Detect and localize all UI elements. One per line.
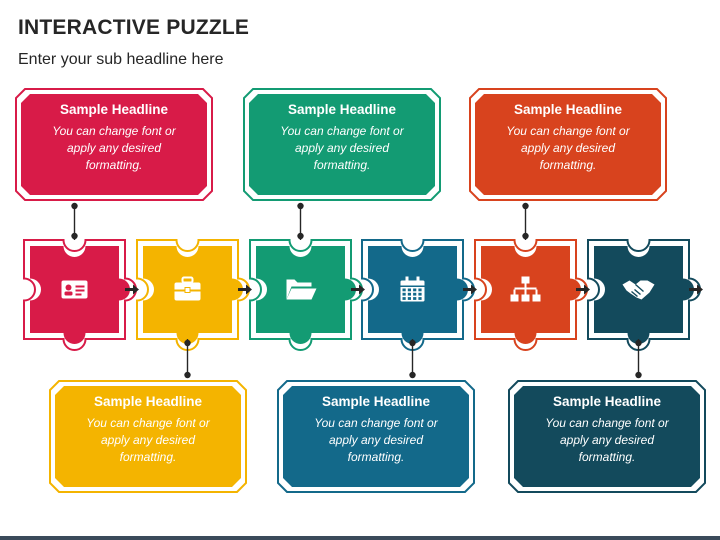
card-fill-5	[475, 94, 661, 195]
connector-dot-2	[184, 371, 191, 379]
connector-dot-inner-2	[184, 339, 191, 347]
card-headline: Sample Headline	[287, 102, 397, 117]
folder-icon	[286, 279, 317, 300]
card-headline: Sample Headline	[93, 394, 203, 409]
connector-dot-inner-4	[409, 339, 416, 347]
connector-dot-inner-5	[522, 232, 529, 240]
card-body-text: You can change font or apply any desired…	[280, 124, 404, 172]
briefcase-icon	[174, 276, 201, 301]
id-card-icon	[61, 280, 88, 299]
card-body-text: You can change font or apply any desired…	[545, 416, 669, 464]
connector-dot-5	[522, 202, 529, 210]
card-body-text: You can change font or apply any desired…	[314, 416, 438, 464]
handshake-icon	[622, 280, 655, 300]
card-body-text: You can change font or apply any desired…	[506, 124, 630, 172]
connector-dot-inner-6	[635, 339, 642, 347]
flow-arrow-5	[576, 284, 590, 295]
calendar-icon	[400, 276, 425, 302]
card-headline: Sample Headline	[552, 394, 662, 409]
flow-arrow-3	[351, 284, 365, 295]
card-headline: Sample Headline	[513, 102, 623, 117]
org-chart-icon	[510, 276, 541, 302]
flow-arrow-6	[689, 284, 703, 295]
connector-dot-3	[297, 202, 304, 210]
flow-arrow-2	[238, 284, 252, 295]
connector-dot-inner-3	[297, 232, 304, 240]
footer-bar	[0, 536, 720, 540]
card-body-text: You can change font or apply any desired…	[52, 124, 176, 172]
connector-dot-inner-1	[71, 232, 78, 240]
connector-dot-4	[409, 371, 416, 379]
connector-dot-1	[71, 202, 78, 210]
card-fill-4	[283, 386, 469, 487]
flow-arrow-4	[463, 284, 477, 295]
page-subtitle: Enter your sub headline here	[18, 51, 224, 68]
page-title: INTERACTIVE PUZZLE	[18, 16, 250, 39]
puzzle-piece-fill-5	[481, 246, 581, 344]
card-fill-2	[55, 386, 241, 487]
card-fill-1	[21, 94, 207, 195]
flow-arrow-1	[125, 284, 139, 295]
connector-dot-6	[635, 371, 642, 379]
card-headline: Sample Headline	[321, 394, 431, 409]
card-fill-6	[514, 386, 700, 487]
card-headline: Sample Headline	[59, 102, 169, 117]
card-body-text: You can change font or apply any desired…	[86, 416, 210, 464]
card-fill-3	[249, 94, 435, 195]
